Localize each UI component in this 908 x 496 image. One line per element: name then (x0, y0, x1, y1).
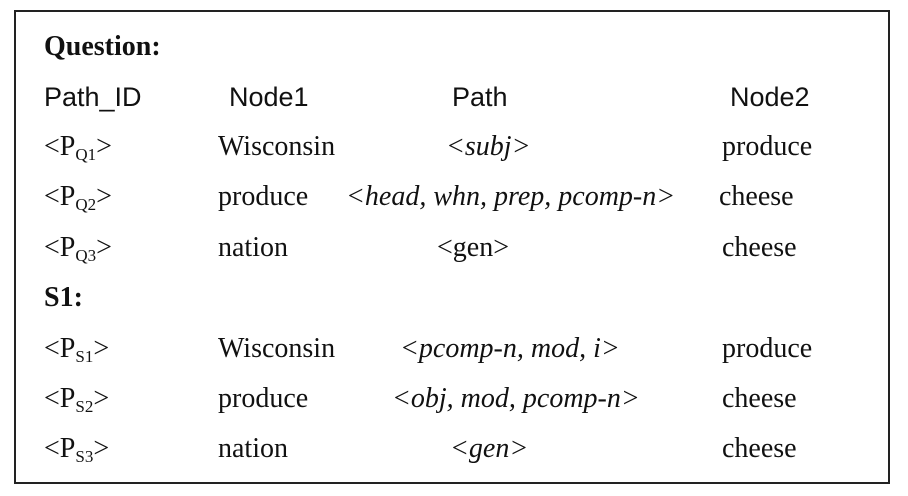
path: <gen> (450, 433, 529, 464)
s1-heading: S1: (44, 282, 83, 313)
node2: produce (722, 131, 813, 162)
node1: produce (218, 383, 309, 414)
node2: cheese (722, 383, 797, 414)
path: <pcomp-n, mod, i> (400, 333, 620, 364)
path-id: <PS3> (44, 433, 110, 466)
header-node1: Node1 (229, 82, 309, 112)
path: <obj, mod, pcomp-n> (392, 383, 640, 414)
node1: produce (218, 181, 309, 212)
table-frame (14, 10, 890, 484)
path-id: <PS2> (44, 383, 110, 416)
path-id: <PQ2> (44, 181, 112, 214)
node2: cheese (722, 232, 797, 263)
node2: cheese (722, 433, 797, 464)
header-path-id: Path_ID (44, 82, 142, 112)
path-id: <PQ1> (44, 131, 112, 164)
node2: cheese (719, 181, 794, 212)
node1: Wisconsin (218, 131, 336, 162)
path: <subj> (446, 131, 531, 162)
header-node2: Node2 (730, 82, 810, 112)
path-id: <PS1> (44, 333, 110, 366)
node1: Wisconsin (218, 333, 336, 364)
path: <head, whn, prep, pcomp-n> (346, 181, 676, 212)
question-heading: Question: (44, 31, 161, 62)
node2: produce (722, 333, 813, 364)
path: <gen> (437, 232, 510, 263)
header-path: Path (452, 82, 508, 112)
node1: nation (218, 433, 288, 464)
path-id: <PQ3> (44, 232, 112, 265)
node1: nation (218, 232, 288, 263)
